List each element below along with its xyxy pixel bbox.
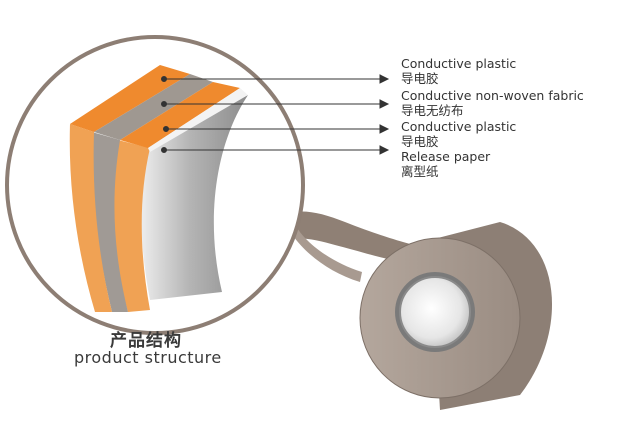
- layer-label-4-en: Release paper: [401, 149, 491, 164]
- release-paper-layer: [140, 95, 248, 300]
- layer-label-4: Release paper 离型纸: [401, 149, 490, 179]
- layer-label-2-zh: 导电无纺布: [401, 103, 464, 118]
- top-face-gray: [94, 74, 213, 140]
- conductive-plastic-layer-top: [69, 124, 112, 312]
- tape-roll: [359, 222, 553, 410]
- layer-label-2: Conductive non-woven fabric 导电无纺布: [401, 88, 584, 118]
- arrowhead-2: [379, 99, 390, 109]
- tape-strip-curl: [282, 215, 362, 282]
- layer-label-1-en: Conductive plastic: [401, 56, 517, 71]
- conductive-plastic-layer-bottom: [112, 140, 150, 312]
- arrowhead-1: [379, 74, 390, 84]
- layer-label-4-zh: 离型纸: [401, 164, 439, 179]
- arrowhead-4: [379, 145, 390, 155]
- tape-strip: [282, 211, 410, 262]
- layer-label-3-en: Conductive plastic: [401, 119, 517, 134]
- non-woven-fabric-layer: [91, 132, 128, 312]
- caption-en: product structure: [74, 348, 222, 367]
- magnifier-border: [5, 35, 305, 335]
- arrowhead-3: [379, 124, 390, 134]
- caption-zh: 产品结构: [110, 331, 182, 351]
- layer-label-1-zh: 导电胶: [401, 71, 439, 86]
- top-face-orange-2: [120, 82, 240, 148]
- top-face-orange-1: [70, 65, 190, 132]
- layer-label-2-en: Conductive non-woven fabric: [401, 88, 584, 103]
- leader-lines: [161, 74, 390, 155]
- layer-label-3-zh: 导电胶: [401, 134, 439, 149]
- layer-label-1: Conductive plastic 导电胶: [401, 56, 516, 86]
- layer-label-3: Conductive plastic 导电胶: [401, 119, 516, 149]
